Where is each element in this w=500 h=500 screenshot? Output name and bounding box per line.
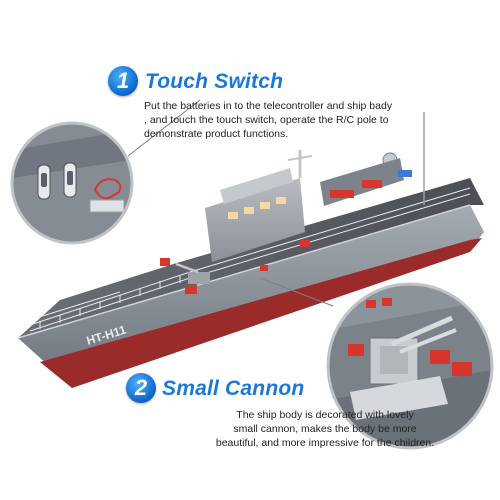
callout-2-line: beautiful, and more impressive for the c… [215, 437, 435, 449]
callout-1-line: demonstrate product functions. [144, 128, 289, 140]
callout-1-number-badge: 1 [108, 66, 138, 96]
callout-2-line: small cannon, makes the body be more [233, 423, 417, 435]
callout-2-description: The ship body is decorated with lovely s… [160, 408, 490, 450]
touch-switch-zoom [12, 123, 132, 243]
callout-line-2 [259, 277, 334, 307]
small-cannon-zoom [328, 284, 492, 448]
callout-1-title: Touch Switch [145, 70, 284, 93]
callout-1-description: Put the batteries in to the telecontroll… [144, 99, 424, 141]
callout-1-line: Put the batteries in to the telecontroll… [144, 100, 393, 112]
callout-1-line: , and touch the touch switch, operate th… [144, 114, 389, 126]
deck [18, 178, 484, 338]
waterline [40, 238, 482, 388]
callout-2-number-badge: 2 [126, 373, 156, 403]
forward-cannon [175, 262, 210, 284]
callout-2-line: The ship body is decorated with lovely [236, 409, 414, 421]
callout-line-1 [127, 99, 201, 157]
callout-2-title: Small Cannon [162, 377, 305, 400]
